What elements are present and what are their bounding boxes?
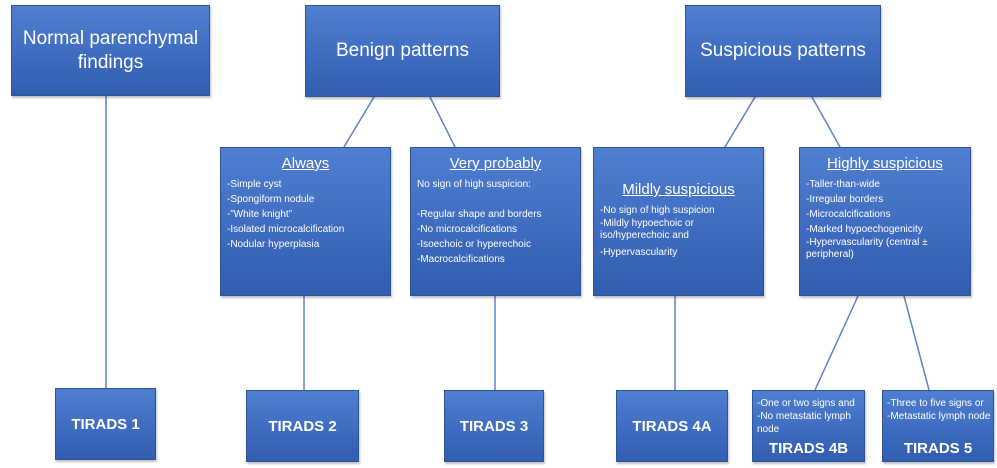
benign-patterns-label: Benign patterns — [335, 40, 470, 61]
very-probably-item: -Macrocalcifications — [417, 254, 505, 265]
highly-suspicious-item: -Taller-than-wide — [806, 179, 880, 190]
connector-suspicious-highly — [811, 96, 841, 148]
mildly-suspicious-item: -No sign of high suspicion — [600, 205, 715, 216]
highly-suspicious-item: -Microcalcifications — [806, 209, 891, 220]
always-item: -Nodular hyperplasia — [227, 239, 320, 250]
tirads-5-box: -Three to five signs or -Metastatic lymp… — [882, 390, 994, 462]
tirads-3-box: TIRADS 3 — [444, 390, 544, 462]
suspicious-patterns-label: Suspicious patterns — [700, 40, 866, 61]
tirads-2-label: TIRADS 2 — [268, 417, 337, 435]
very-probably-subtitle: No sign of high suspicion: — [417, 179, 531, 190]
very-probably-item: -Regular shape and borders — [417, 209, 542, 220]
very-probably-item: -Isoechoic or hyperechoic — [417, 239, 531, 250]
tirads-4a-label: TIRADS 4A — [632, 417, 712, 435]
always-item: -Simple cyst — [227, 179, 282, 190]
always-title: Always — [281, 155, 330, 172]
highly-suspicious-item: -Irregular borders — [806, 194, 884, 205]
tirads-5-label: TIRADS 5 — [903, 440, 973, 457]
connector-highly-tirads4b — [814, 295, 859, 391]
benign-patterns-box: Benign patterns — [305, 5, 500, 97]
always-item: -”White knight” — [227, 209, 293, 220]
very-probably-title: Very probably — [449, 155, 542, 172]
normal-parenchymal-findings-label: Normal parenchymal findings — [22, 27, 199, 73]
mildly-suspicious-item: -Hypervascularity — [600, 247, 678, 258]
tirads-4b-label: TIRADS 4B — [768, 440, 849, 457]
tirads-4b-box: -One or two signs and -No metastatic lym… — [752, 390, 865, 462]
suspicious-patterns-box: Suspicious patterns — [685, 5, 881, 97]
tirads-5-item: -Three to five signs or — [887, 398, 984, 409]
connector-suspicious-mildly — [724, 96, 756, 148]
tirads-5-item: -Metastatic lymph node — [887, 411, 991, 422]
tirads-2-box: TIRADS 2 — [246, 390, 359, 462]
mildly-suspicious-item: iso/hyperechoic and — [600, 230, 689, 241]
tirads-4b-item: node — [757, 424, 780, 435]
mildly-suspicious-box: Mildly suspicious -No sign of high suspi… — [593, 147, 764, 296]
highly-suspicious-item: -Hypervascularity (central ± — [806, 237, 928, 248]
very-probably-box: Very probably No sign of high suspicion:… — [410, 147, 581, 296]
highly-suspicious-box: Highly suspicious -Taller-than-wide -Irr… — [799, 147, 971, 296]
always-item: -Isolated microcalcification — [227, 224, 345, 235]
tirads-4a-box: TIRADS 4A — [616, 390, 728, 462]
normal-parenchymal-findings-box: Normal parenchymal findings — [11, 5, 210, 96]
always-box: Always -Simple cyst -Spongiform nodule -… — [220, 147, 391, 296]
tirads-1-label: TIRADS 1 — [71, 415, 140, 433]
connector-benign-always — [343, 96, 375, 148]
tirads-1-box: TIRADS 1 — [55, 388, 156, 460]
highly-suspicious-title: Highly suspicious — [827, 155, 943, 172]
highly-suspicious-item: peripheral) — [806, 249, 854, 260]
always-item: -Spongiform nodule — [227, 194, 315, 205]
tirads-4b-item: -One or two signs and — [757, 398, 855, 409]
highly-suspicious-item: -Marked hypoechogenicity — [806, 224, 923, 235]
tirads-4b-item: -No metastatic lymph — [757, 411, 851, 422]
mildly-suspicious-item: -Mildly hypoechoic or — [600, 218, 694, 229]
very-probably-item: -No microcalcifications — [417, 224, 518, 235]
connector-benign-very-probably — [429, 96, 456, 148]
connector-highly-tirads5 — [903, 295, 930, 391]
mildly-suspicious-title: Mildly suspicious — [622, 181, 735, 198]
tirads-3-label: TIRADS 3 — [459, 417, 529, 435]
